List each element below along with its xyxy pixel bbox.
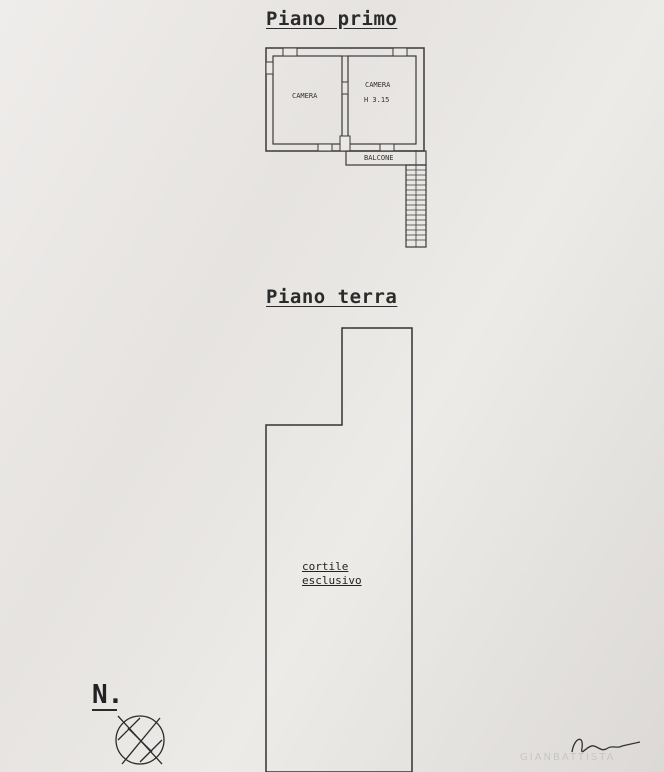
balcony-label: BALCONE	[364, 154, 394, 162]
north-label: N.	[92, 680, 124, 710]
courtyard-label-line1: cortile	[302, 560, 349, 573]
room-height-note: H 3.15	[364, 96, 390, 104]
ground-floor-title: Piano terra	[266, 286, 398, 308]
north-arrow-symbol	[92, 709, 165, 765]
ground-floor-courtyard-outline	[265, 327, 413, 772]
room-label-camera-right: CAMERA	[365, 81, 391, 89]
signature	[571, 738, 641, 753]
courtyard-label-line2: esclusivo	[302, 574, 362, 587]
first-floor-title: Piano primo	[266, 8, 398, 30]
room-label-camera-left: CAMERA	[292, 92, 318, 100]
stamp-text: GIANBATTISTA	[520, 752, 616, 763]
staircase-treads	[406, 169, 426, 241]
first-floor-plan	[265, 47, 427, 248]
